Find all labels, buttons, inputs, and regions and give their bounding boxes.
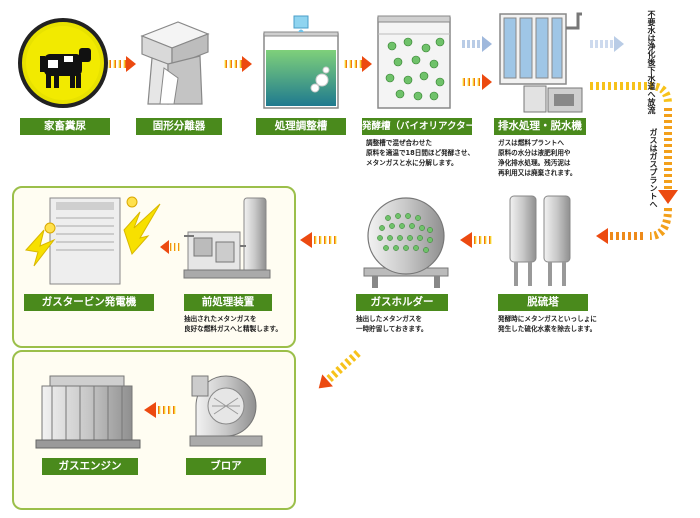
stage-label-separator: 固形分離器 (136, 118, 222, 135)
flow-arrow-2 (224, 56, 252, 72)
stage-label-gasholder: ガスホルダー (356, 294, 448, 311)
fermenter-tank-icon (377, 15, 451, 109)
gas-turbine-generator-icon (25, 196, 161, 285)
stage-label-fermenter: 発酵槽（バイオリアクター） (362, 118, 472, 135)
adjustment-tank-icon (263, 15, 339, 109)
blower-icon (189, 375, 263, 447)
pretreat-description: 抽出されたメタンガスを 良好な燃料ガスへと精製します。 (184, 315, 282, 333)
flow-arrow-1 (108, 56, 136, 72)
drainage-description: ガスは燃料プラントへ 原料の水分は液肥利用や 浄化排水処理。残汚泥は 再利用又は… (498, 139, 577, 177)
stage-label-blower: ブロア (186, 458, 266, 475)
flow-arrow-to-engine (144, 402, 176, 418)
water-flow-arrow (462, 36, 492, 52)
flow-arrow-to-engine-panel (318, 349, 361, 389)
gas-holder-icon (363, 197, 449, 288)
discharge-note: 不要水は浄化後下水道へ放流 (647, 10, 656, 114)
pretreatment-equipment-icon (183, 197, 271, 279)
gas-plant-route-arrow (590, 82, 678, 244)
solid-separator-icon (140, 21, 210, 105)
stage-label-drainage: 排水処理・脱水機 (494, 118, 586, 135)
cow-icon (18, 18, 108, 108)
flow-arrow-to-pretreatment (300, 232, 337, 248)
gas-plant-note: ガスはガスプラントへ (649, 128, 658, 208)
stage-label-adjust-tank: 処理調整槽 (256, 118, 346, 135)
stage-label-turbine: ガスタービン発電機 (24, 294, 154, 311)
drainage-dewatering-icon (499, 12, 583, 113)
desulfurization-tower-icon (509, 195, 571, 286)
gas-engine-icon (35, 375, 141, 449)
gasholder-description: 抽出したメタンガスを 一時貯留しておきます。 (356, 315, 428, 333)
flow-arrow-to-gasholder (460, 232, 492, 248)
stage-label-desulfur: 脱硫塔 (498, 294, 588, 311)
stage-label-pretreat: 前処理装置 (184, 294, 272, 311)
fermenter-description: 調整槽で混ぜ合わせた 原料を適温で18日間ほど発酵させ、 メタンガスと水に分解し… (366, 139, 475, 167)
desulfur-description: 発酵時にメタンガスといっしょに 発生した硫化水素を除去します。 (498, 315, 597, 333)
flow-arrow-3 (344, 56, 372, 72)
flow-arrow-to-turbine (160, 240, 180, 254)
stage-label-engine: ガスエンジン (42, 458, 138, 475)
discharge-arrow (590, 36, 624, 52)
gas-flow-arrow (462, 74, 492, 90)
stage-label-manure: 家畜糞尿 (20, 118, 110, 135)
